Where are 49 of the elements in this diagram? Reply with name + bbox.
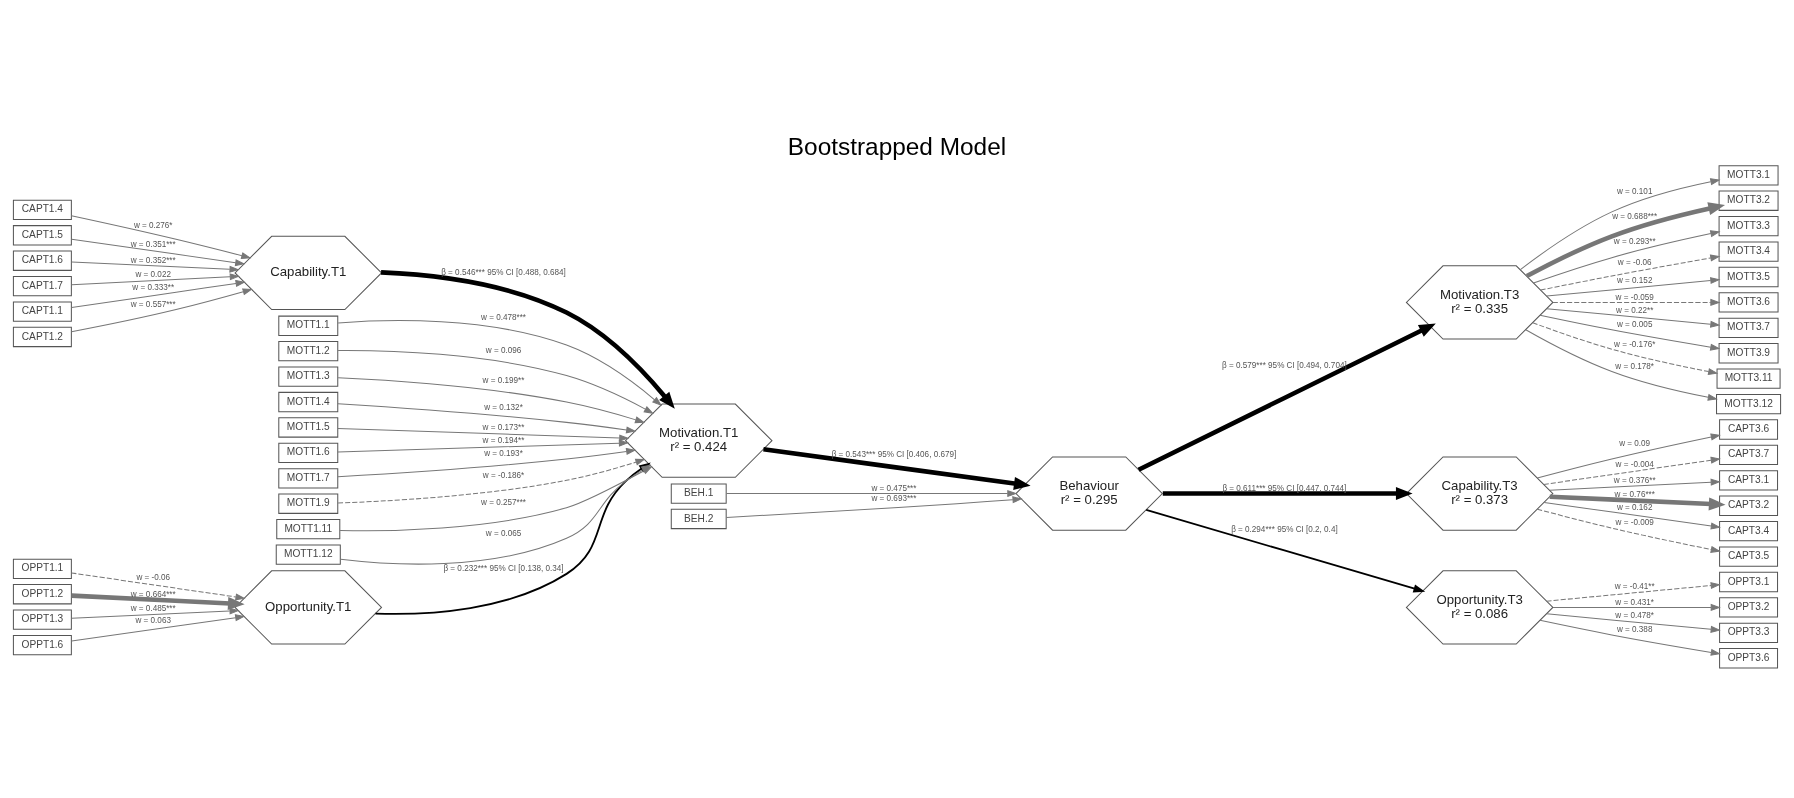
- edge-label: w = -0.06: [1617, 257, 1652, 267]
- edge-label: β = 0.543*** 95% CI [0.406, 0.679]: [831, 449, 957, 459]
- edge-label: w = 0.485***: [130, 603, 176, 613]
- edge-label: w = 0.388: [1616, 624, 1653, 634]
- edge-label: β = 0.546*** 95% CI [0.488, 0.684]: [441, 267, 566, 277]
- edge-label: w = -0.004: [1615, 459, 1654, 469]
- edge-label: w = 0.257***: [481, 497, 526, 507]
- edge-label: w = 0.101: [1616, 186, 1653, 196]
- edge-label: w = 0.693***: [871, 493, 917, 503]
- edge-label: w = 0.293**: [1613, 236, 1656, 246]
- edge-label: w = 0.22**: [1616, 305, 1654, 315]
- edge-label: w = 0.178*: [1615, 361, 1654, 371]
- edge-label: β = 0.579*** 95% CI [0.494, 0.704]: [1222, 360, 1347, 370]
- edge-label: w = 0.478*: [1615, 610, 1654, 620]
- edge-label: w = 0.132*: [484, 402, 523, 412]
- edge-label: β = 0.232*** 95% CI [0.138, 0.34]: [443, 563, 564, 573]
- edge-label: w = 0.76***: [1614, 489, 1655, 499]
- edge-label: w = 0.065: [485, 528, 522, 538]
- edge-label: w = 0.193*: [484, 448, 523, 458]
- edge-label: β = 0.294*** 95% CI [0.2, 0.4]: [1231, 524, 1338, 534]
- edge-label: w = 0.664***: [130, 589, 176, 599]
- edge-label: w = 0.352***: [130, 255, 176, 265]
- edge-label: w = 0.162: [1616, 502, 1653, 512]
- edge-label: w = 0.022: [135, 269, 171, 279]
- edge-label: w = 0.005: [1616, 319, 1653, 329]
- edge-label: w = 0.431*: [1615, 597, 1654, 607]
- edge-label: w = 0.276*: [133, 220, 173, 230]
- edge-label: β = 0.611*** 95% CI [0.447, 0.744]: [1222, 483, 1347, 493]
- edge-label: w = -0.176*: [1614, 339, 1656, 349]
- edge-label: w = 0.09: [1619, 438, 1651, 448]
- edge-label: w = 0.333**: [132, 282, 175, 292]
- edge-label: w = 0.173**: [482, 422, 525, 432]
- edge-label: w = 0.688***: [1612, 211, 1658, 221]
- edge-label: w = 0.351***: [130, 239, 176, 249]
- edge-label: w = -0.06: [136, 572, 171, 582]
- edge-label: w = 0.557***: [130, 299, 176, 309]
- edge-label: w = -0.186*: [482, 470, 525, 480]
- edge-label: w = -0.41**: [1614, 581, 1655, 591]
- edge-label: w = 0.063: [135, 615, 171, 625]
- edge-label: w = 0.475***: [871, 483, 917, 493]
- edge-label: w = 0.199**: [482, 375, 525, 385]
- edge-label: w = 0.478***: [481, 312, 526, 322]
- diagram-title: Bootstrapped Model: [787, 132, 1007, 160]
- edge-label: w = 0.152: [1616, 275, 1653, 285]
- edge-label: w = 0.376**: [1613, 475, 1656, 485]
- edge-label: w = -0.059: [1615, 292, 1654, 302]
- edge-label: w = 0.194**: [482, 435, 525, 445]
- edge-label: w = 0.096: [485, 345, 522, 355]
- edge-label: w = -0.009: [1615, 517, 1654, 527]
